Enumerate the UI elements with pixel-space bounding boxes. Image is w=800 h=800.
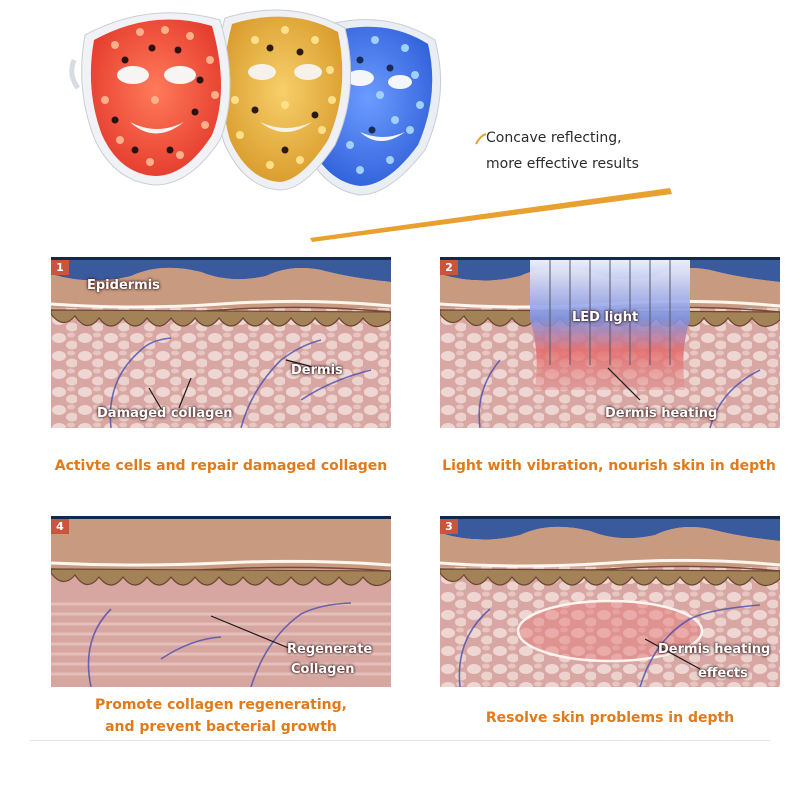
step-number: 3 [440, 519, 458, 534]
label-dermis: Dermis [291, 363, 343, 378]
headline-line1: Concave reflecting, [486, 130, 622, 146]
label-epidermis: Epidermis [87, 278, 160, 293]
step-number: 1 [51, 260, 69, 275]
caption-step-3: Resolve skin problems in depth [485, 710, 735, 726]
label-dermis-heating: Dermis heating [605, 406, 718, 421]
panel-step-4: 4 Regenerate Collagen [51, 516, 391, 687]
label-led-light: LED light [572, 310, 639, 325]
caption-step-4-line2: and prevent bacterial growth [105, 719, 337, 735]
bottom-divider [30, 740, 770, 741]
step-number: 2 [440, 260, 458, 275]
skin-cross-section-regenerate [51, 519, 391, 687]
orange-streak [310, 188, 672, 242]
caption-step-1: Activte cells and repair damaged collage… [54, 458, 388, 474]
panel-step-2: 2 LED light Dermis heating [440, 257, 780, 428]
headline-line2: more effective results [486, 156, 639, 172]
label-damaged-collagen: Damaged collagen [97, 406, 233, 421]
red-mask [69, 12, 231, 186]
panel-step-1: 1 Epidermis Dermis Damaged collagen [51, 257, 391, 428]
label-collagen: Collagen [291, 662, 355, 677]
amber-mask [214, 9, 352, 191]
caption-step-2: Light with vibration, nourish skin in de… [442, 458, 776, 474]
panel-step-3: 3 Dermis heating effects [440, 516, 780, 687]
label-effects: effects [698, 666, 748, 681]
skin-cross-section-heating [440, 519, 780, 687]
label-regenerate: Regenerate [287, 642, 373, 657]
skin-cross-section [51, 260, 391, 428]
skin-cross-section-led [440, 260, 780, 428]
led-masks-illustration [69, 9, 442, 196]
label-dermis-heating: Dermis heating [658, 642, 771, 657]
headline-tick [475, 133, 487, 145]
step-number: 4 [51, 519, 69, 534]
caption-step-4-line1: Promote collagen regenerating, [95, 697, 347, 713]
